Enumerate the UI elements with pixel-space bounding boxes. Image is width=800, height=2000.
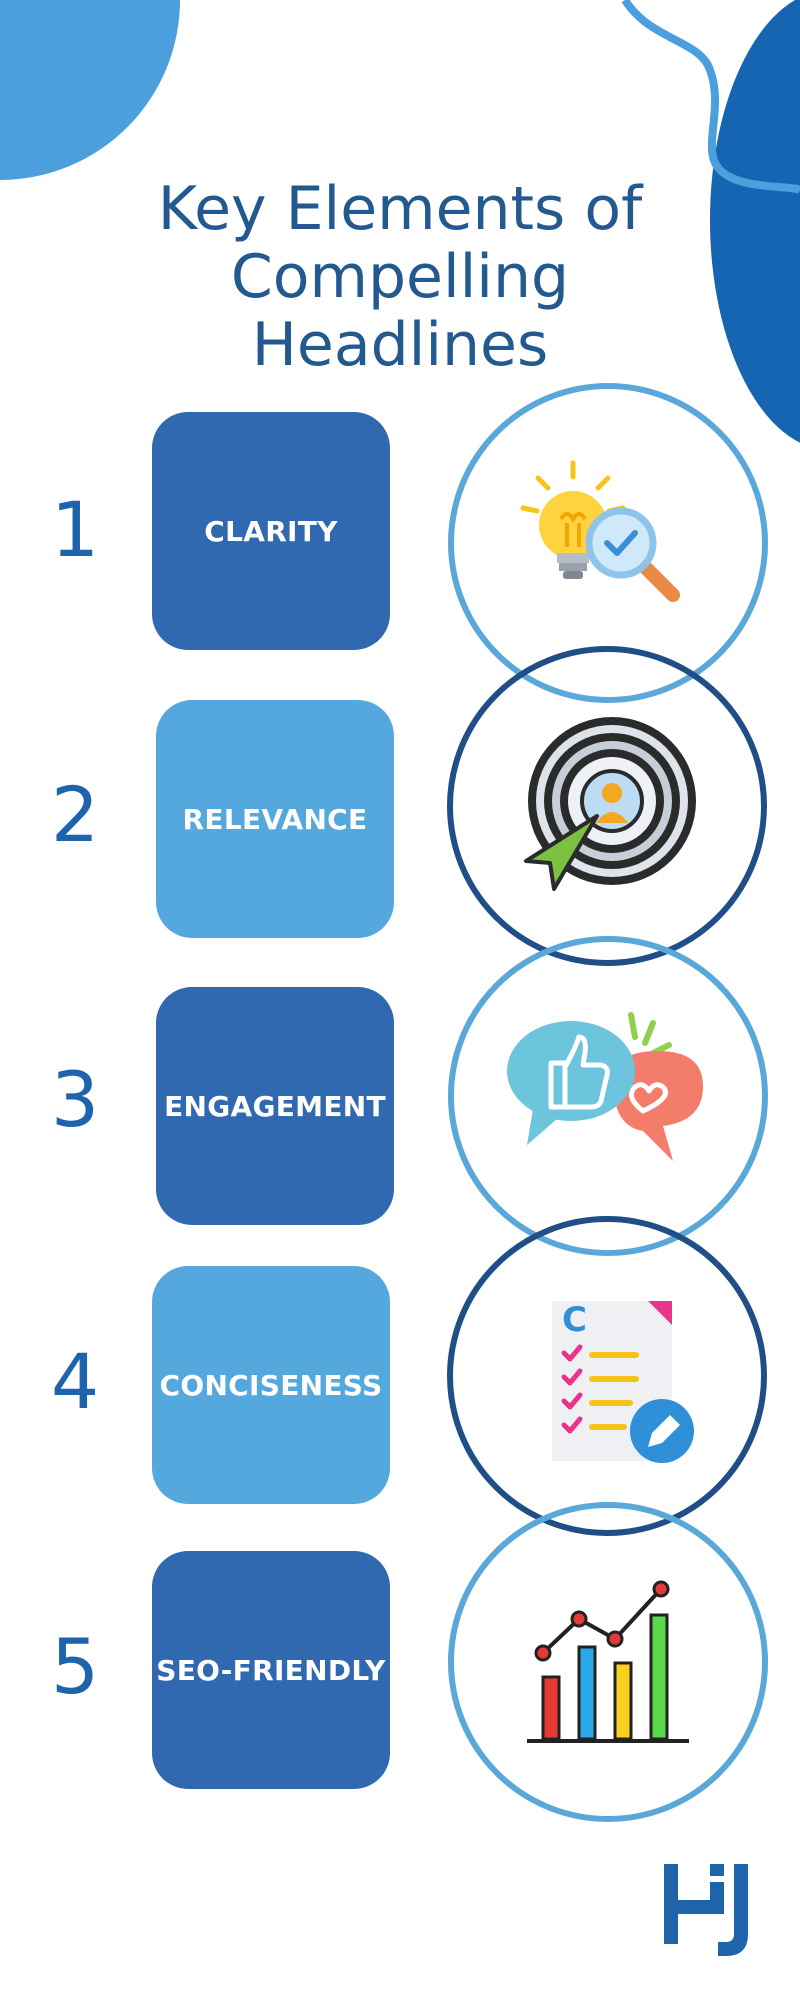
chat-like-heart-icon — [507, 1012, 703, 1161]
item-number-4: 4 — [50, 1337, 100, 1426]
checklist-edit-icon: C — [552, 1300, 694, 1463]
item-box-clarity: CLARITY — [152, 412, 390, 650]
item-box-relevance: RELEVANCE — [156, 700, 394, 938]
item-label-seo-friendly: SEO-FRIENDLY — [156, 1653, 386, 1687]
item-number-5: 5 — [50, 1622, 100, 1711]
top-right-blob-shape — [710, 0, 800, 443]
lightbulb-magnifier-icon — [520, 460, 680, 602]
item-circle-engagement — [448, 936, 768, 1256]
item-number-2: 2 — [50, 770, 100, 859]
item-label-conciseness: CONCISENESS — [159, 1368, 383, 1402]
item-circle-relevance — [447, 646, 767, 966]
item-label-engagement: ENGAGEMENT — [164, 1089, 386, 1123]
item-box-engagement: ENGAGEMENT — [156, 987, 394, 1225]
top-right-curve-shape — [621, 0, 800, 194]
item-label-clarity: CLARITY — [204, 514, 338, 548]
item-box-seo-friendly: SEO-FRIENDLY — [152, 1551, 390, 1789]
bar-line-chart-icon — [527, 1580, 689, 1743]
item-circle-conciseness: C — [447, 1216, 767, 1536]
item-number-3: 3 — [50, 1055, 100, 1144]
item-number-1: 1 — [50, 485, 100, 574]
hj-logo-icon — [664, 1864, 748, 1956]
item-label-relevance: RELEVANCE — [182, 802, 368, 836]
item-circle-clarity — [448, 383, 768, 703]
page-title: Key Elements of Compelling Headlines — [157, 174, 643, 381]
target-cursor-icon — [524, 717, 696, 891]
item-box-conciseness: CONCISENESS — [152, 1266, 390, 1504]
svg-text:C: C — [562, 1300, 587, 1340]
top-left-circle-shape — [0, 0, 180, 180]
item-circle-seo-friendly — [448, 1502, 768, 1822]
